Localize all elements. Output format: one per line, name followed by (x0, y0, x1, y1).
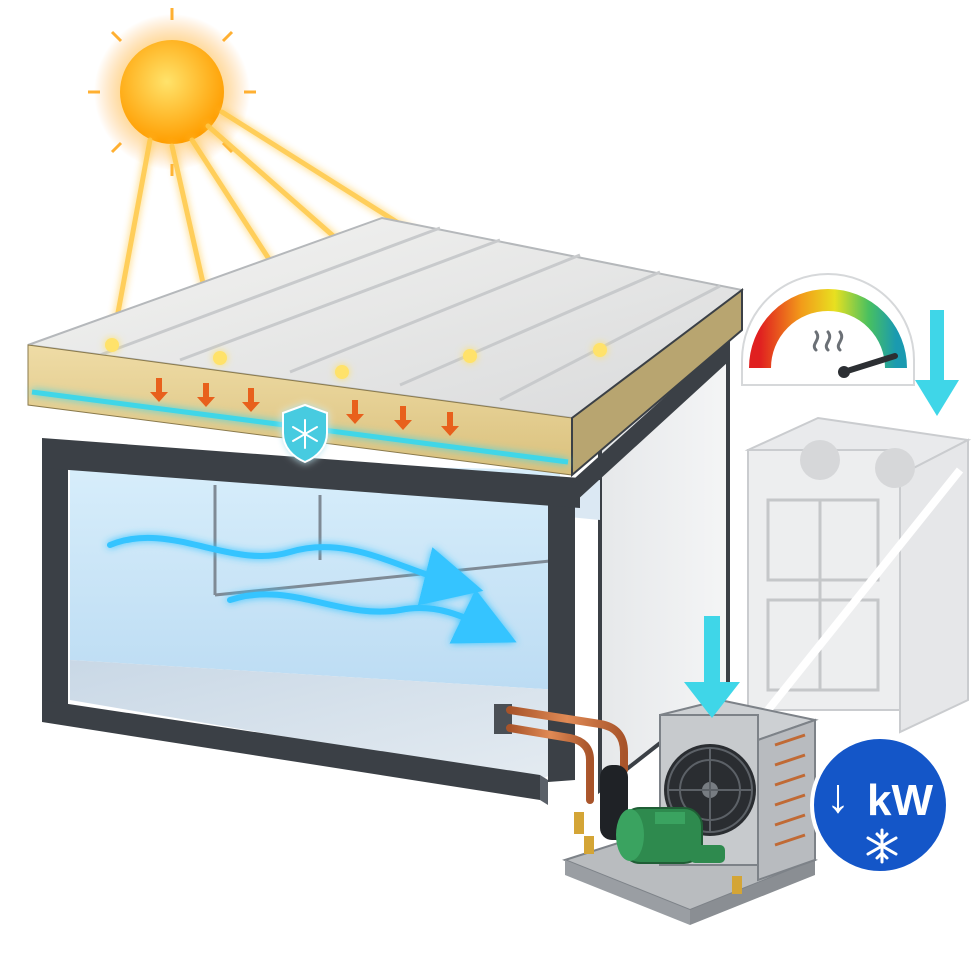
compressor (616, 807, 725, 864)
down-arrow-icon (915, 310, 959, 416)
shield-snowflake-icon (282, 403, 328, 464)
legacy-refrigeration-unit (744, 416, 972, 734)
condensing-unit (562, 698, 819, 925)
ray-impact-points (105, 338, 607, 379)
room-frame (42, 340, 728, 805)
kw-label: kW (867, 776, 933, 825)
heat-gauge-icon (741, 273, 915, 386)
cold-airflow-arrows (107, 534, 517, 644)
heat-waves-icon (812, 330, 844, 352)
down-arrow-icon: ↓ (826, 770, 850, 823)
room-interior (70, 460, 600, 780)
heat-arrows (150, 378, 459, 436)
snowflake-icon (866, 828, 898, 864)
down-arrow-icon (684, 616, 740, 718)
gauge-needle (841, 353, 898, 375)
kw-reduction-badge: ↓ kW (810, 735, 950, 875)
